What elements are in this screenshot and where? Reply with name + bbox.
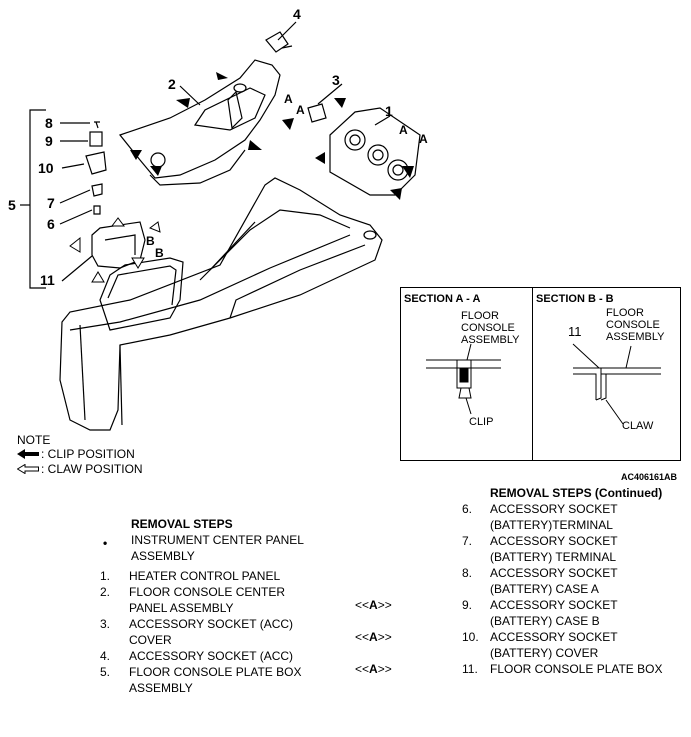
console-exploded-diagram — [20, 21, 421, 431]
legend-note: NOTE — [17, 433, 51, 447]
step-1-num: 1. — [100, 569, 111, 583]
step-2-line1: FLOOR CONSOLE CENTER — [129, 585, 286, 599]
callout-2: 2 — [168, 76, 176, 92]
legend-claw-text: : CLAW POSITION — [41, 462, 143, 476]
step-5-num: 5. — [100, 665, 111, 679]
section-a-assembly-line1: FLOOR — [461, 310, 499, 322]
legend-clip: : CLIP POSITION — [17, 447, 135, 461]
section-b-title: SECTION B - B — [536, 293, 614, 305]
armrest-lid — [99, 257, 184, 331]
section-views-box: SECTION A - A SECTION B - B FLOOR CONSOL… — [400, 287, 681, 461]
pre-step-line1: INSTRUMENT CENTER PANEL — [131, 533, 304, 547]
step-3-num: 3. — [100, 617, 111, 631]
callout-9: 9 — [45, 133, 53, 149]
section-letter-a-4: A — [419, 132, 428, 146]
callout-4: 4 — [293, 6, 301, 22]
section-letter-b-2: B — [155, 246, 164, 260]
step-5-line2: ASSEMBLY — [129, 681, 193, 695]
heater-control-panel — [329, 107, 421, 196]
part-10 — [85, 151, 107, 175]
step-9-num: 9. — [462, 598, 473, 612]
section-b-claw-label: CLAW — [622, 420, 654, 432]
legend-clip-text: : CLIP POSITION — [41, 447, 135, 461]
legend-claw: : CLAW POSITION — [17, 462, 143, 476]
section-a-title: SECTION A - A — [404, 293, 481, 305]
section-letter-a-2: A — [296, 103, 305, 117]
step-10-line1: ACCESSORY SOCKET — [490, 630, 618, 644]
callout-1: 1 — [385, 103, 393, 119]
part-9 — [89, 131, 103, 147]
step-6-num: 6. — [462, 502, 473, 516]
section-b-assembly-line2: CONSOLE — [606, 319, 660, 331]
pre-step-line2: ASSEMBLY — [131, 549, 195, 563]
step-10-num: 10. — [462, 630, 479, 644]
callout-6: 6 — [47, 216, 55, 232]
step-8-line2: (BATTERY) CASE A — [490, 582, 599, 596]
section-divider — [532, 288, 533, 460]
step-5-line1: FLOOR CONSOLE PLATE BOX — [129, 665, 302, 679]
section-a-clip-label: CLIP — [469, 416, 494, 428]
figure-code: AC406161AB — [621, 472, 678, 482]
step-3-line2: COVER — [129, 633, 172, 647]
step-6-line1: ACCESSORY SOCKET — [490, 502, 618, 516]
tag-a-step-5: <<A>> — [355, 662, 392, 676]
hollow-arrow-icon — [17, 464, 39, 474]
callout-8: 8 — [45, 115, 53, 131]
section-b-part-number: 11 — [568, 324, 582, 339]
step-8-num: 8. — [462, 566, 473, 580]
part-7 — [91, 183, 103, 197]
section-letter-b-1: B — [146, 234, 155, 248]
section-b-assembly-line3: ASSEMBLY — [606, 331, 665, 343]
step-10-line2: (BATTERY) COVER — [490, 646, 599, 660]
step-11-line1: FLOOR CONSOLE PLATE BOX — [490, 662, 663, 676]
step-7-num: 7. — [462, 534, 473, 548]
step-7-line1: ACCESSORY SOCKET — [490, 534, 618, 548]
tag-a-step-2: <<A>> — [355, 598, 392, 612]
step-9-line2: (BATTERY) CASE B — [490, 614, 600, 628]
step-9-line1: ACCESSORY SOCKET — [490, 598, 618, 612]
callout-11: 11 — [40, 272, 55, 288]
section-views-drawing — [426, 343, 661, 425]
callout-7: 7 — [47, 195, 55, 211]
tag-a-step-3: <<A>> — [355, 630, 392, 644]
removal-cont-title: REMOVAL STEPS (Continued) — [490, 486, 663, 500]
part-6 — [93, 205, 101, 215]
callout-10: 10 — [38, 160, 54, 176]
part-8 — [94, 121, 100, 129]
step-2-num: 2. — [100, 585, 111, 599]
callout-3: 3 — [332, 72, 340, 88]
step-4-num: 4. — [100, 649, 111, 663]
socket-cover — [307, 103, 327, 123]
section-letter-a-3: A — [399, 123, 408, 137]
step-11-num: 11. — [462, 662, 478, 676]
step-8-line1: ACCESSORY SOCKET — [490, 566, 618, 580]
removal-steps-title: REMOVAL STEPS — [131, 517, 233, 531]
accessory-socket — [265, 31, 289, 53]
callout-5: 5 — [8, 197, 16, 213]
section-b-assembly-line1: FLOOR — [606, 307, 644, 319]
step-1-line1: HEATER CONTROL PANEL — [129, 569, 281, 583]
step-7-line2: (BATTERY) TERMINAL — [490, 550, 617, 564]
solid-arrow-icon — [17, 449, 39, 459]
step-4-line1: ACCESSORY SOCKET (ACC) — [129, 649, 294, 663]
section-a-assembly-line2: CONSOLE — [461, 322, 515, 334]
section-a-assembly-line3: ASSEMBLY — [461, 334, 520, 346]
center-panel — [118, 59, 281, 179]
floor-console-body — [59, 177, 383, 431]
section-letter-a-1: A — [284, 92, 293, 106]
bullet-icon: • — [103, 536, 108, 550]
step-3-line1: ACCESSORY SOCKET (ACC) — [129, 617, 294, 631]
step-2-line2: PANEL ASSEMBLY — [129, 601, 234, 615]
step-6-line2: (BATTERY)TERMINAL — [490, 518, 613, 532]
